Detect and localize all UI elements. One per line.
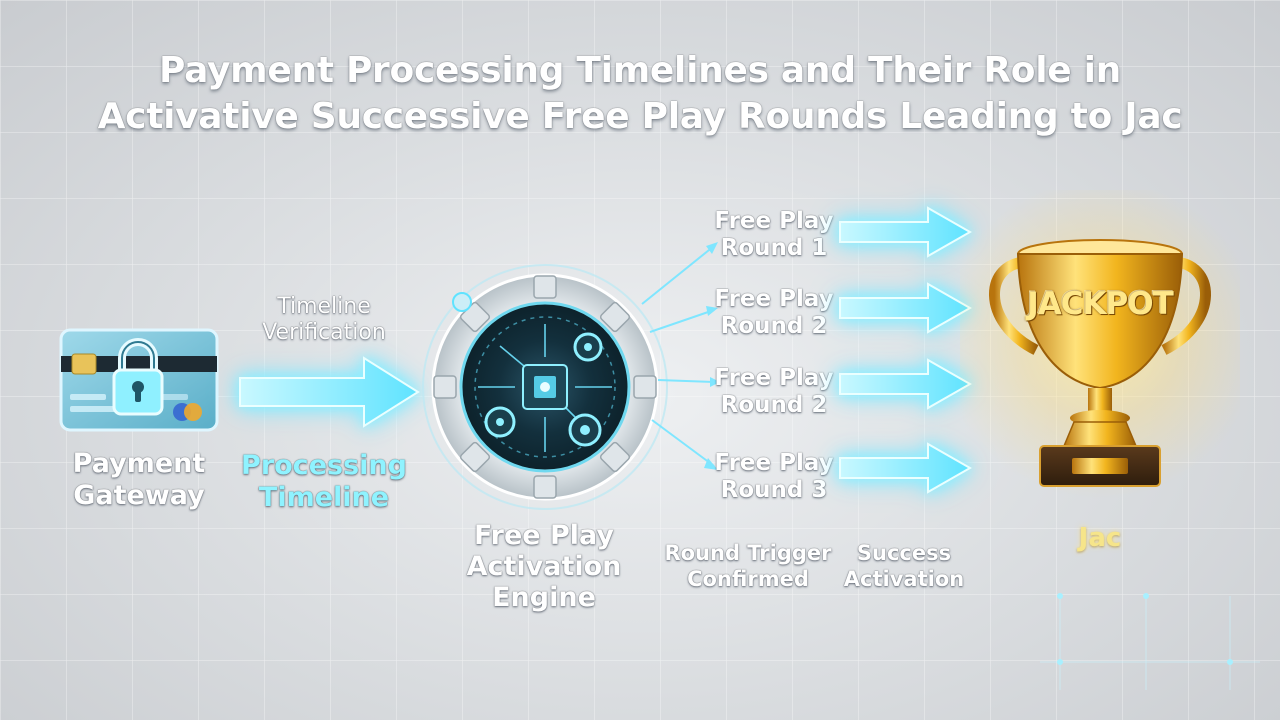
list-item: Free Play Round 2 (706, 365, 842, 419)
processing-timeline-line-2: Timeline (258, 482, 390, 513)
page-title: Payment Processing Timelines and Their R… (0, 48, 1280, 140)
round-4-line-1: Free Play (714, 450, 834, 476)
timeline-verification-label: Timeline Verification (244, 294, 404, 346)
success-activation-label: Success Activation (838, 540, 970, 592)
decorative-grid-dots (1040, 593, 1260, 690)
trophy-caption: Jac (1078, 523, 1122, 553)
round-1-line-1: Free Play (714, 208, 834, 234)
trophy-icon (989, 239, 1211, 487)
round-connector-lines (641, 242, 720, 470)
activation-engine-label: Free Play Activation Engine (444, 520, 644, 613)
round-arrow-icon (839, 206, 973, 258)
list-item: Free Play Round 3 (706, 450, 842, 504)
processing-timeline-line-1: Processing (241, 450, 407, 481)
round-trigger-line-1: Round Trigger (664, 541, 832, 565)
round-arrow-icon (839, 442, 973, 494)
payment-gateway-label: Payment Gateway (58, 448, 220, 512)
gateway-label-line-1: Payment (72, 448, 206, 479)
title-line-2: Activative Successive Free Play Rounds L… (97, 96, 1183, 137)
round-trigger-label: Round Trigger Confirmed (660, 540, 836, 592)
processing-timeline-label: Processing Timeline (234, 450, 414, 514)
round-arrow-icon (839, 282, 973, 334)
round-3-line-2: Round 2 (720, 392, 828, 418)
credit-card-lock-icon (59, 328, 219, 432)
gateway-label-line-2: Gateway (73, 480, 205, 511)
round-3-line-1: Free Play (714, 365, 834, 391)
round-1-line-2: Round 1 (720, 235, 828, 261)
trophy-plate-text: JACKPOT (1027, 286, 1174, 322)
round-4-line-2: Round 3 (720, 477, 828, 503)
engine-word-free: Free (473, 520, 541, 551)
round-arrow-icon (839, 358, 973, 410)
engine-label-line-2: Activation (466, 551, 622, 582)
round-trigger-line-2: Confirmed (687, 567, 809, 591)
title-line-1: Payment Processing Timelines and Their R… (159, 50, 1121, 91)
gear-chip-icon (422, 264, 668, 510)
engine-word-play: Play (550, 520, 615, 551)
engine-label-line-3: Engine (492, 582, 596, 613)
round-2-line-2: Round 2 (720, 313, 828, 339)
processing-arrow-icon (239, 356, 420, 428)
round-2-line-1: Free Play (714, 286, 834, 312)
list-item: Free Play Round 2 (706, 286, 842, 340)
list-item: Free Play Round 1 (706, 208, 842, 262)
timeline-verification-line-2: Verification (262, 320, 386, 345)
timeline-verification-line-1: Timeline (277, 294, 371, 319)
engine-label-line-1: Free Play (444, 520, 644, 551)
success-activation-line-2: Activation (843, 567, 965, 591)
success-activation-line-1: Success (856, 541, 952, 565)
